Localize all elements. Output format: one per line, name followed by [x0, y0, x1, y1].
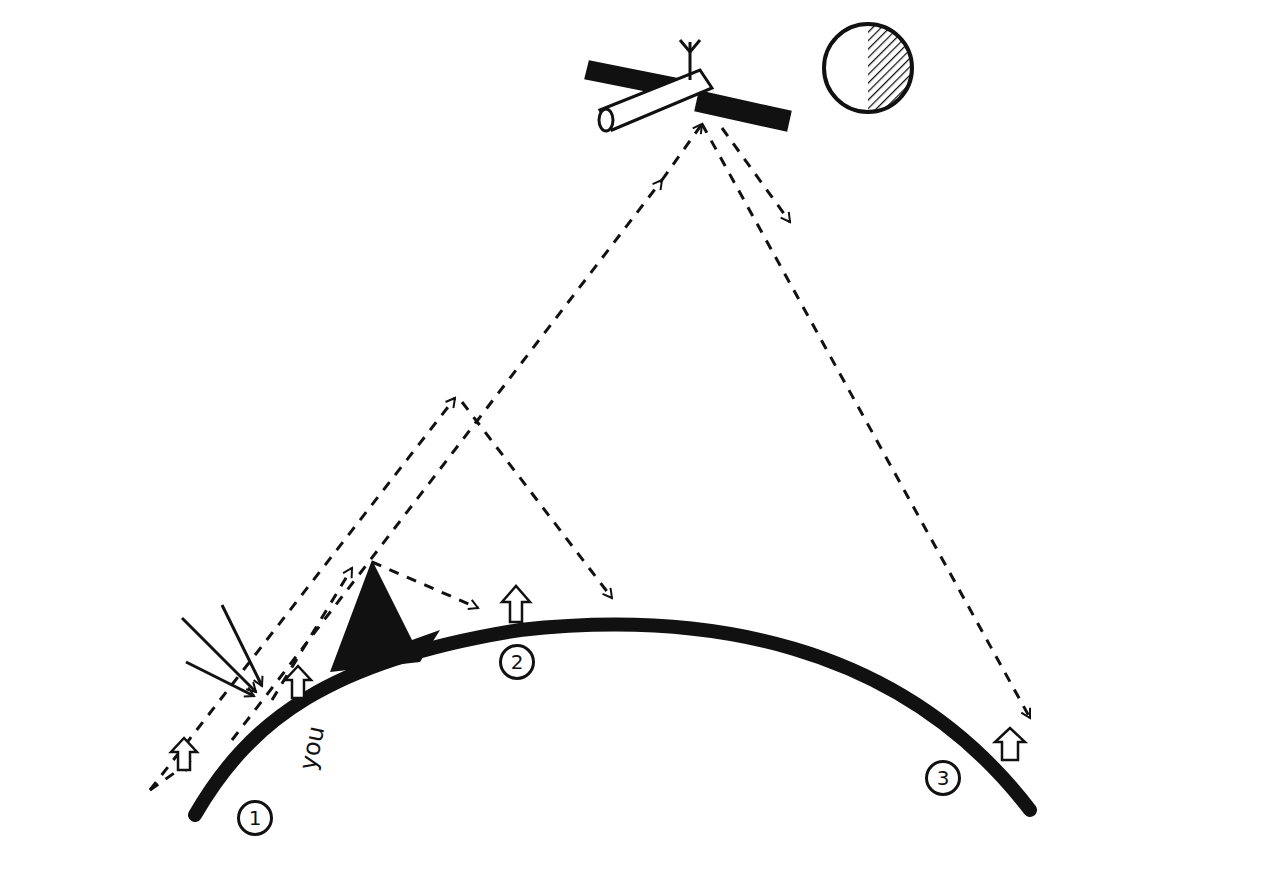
callout-number: 1 [249, 808, 262, 828]
callout-circle: 1 [237, 800, 273, 836]
callout-number: 2 [511, 652, 524, 672]
callout-number: 3 [937, 768, 950, 788]
handwritten-label: you [296, 724, 329, 772]
callout-circle: 2 [499, 644, 535, 680]
callout-circle: 3 [925, 760, 961, 796]
